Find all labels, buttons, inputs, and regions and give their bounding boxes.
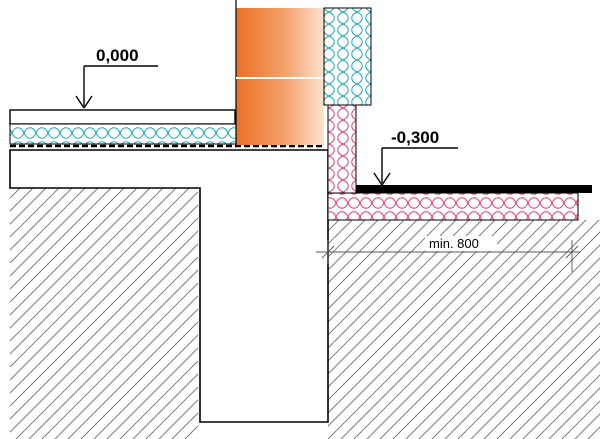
level-marker-floor: 0,000 — [75, 46, 158, 109]
perimeter-insulation — [327, 192, 579, 221]
floor-insulation — [9, 123, 241, 145]
level-marker-ground: -0,300 — [373, 128, 458, 186]
floor-level-label: 0,000 — [96, 46, 139, 65]
ground-waterproofing — [356, 185, 592, 193]
brick-wall-upper — [236, 8, 324, 77]
ground-level-label: -0,300 — [391, 128, 439, 147]
plinth-insulation — [327, 104, 357, 198]
dimension-label: min. 800 — [429, 236, 479, 251]
wall-insulation — [323, 7, 372, 106]
brick-wall-lower — [236, 79, 324, 145]
floor-screed — [9, 109, 236, 125]
soil-left — [10, 188, 198, 439]
soil-right — [328, 220, 600, 439]
dimension-line: min. 800 — [316, 236, 580, 272]
